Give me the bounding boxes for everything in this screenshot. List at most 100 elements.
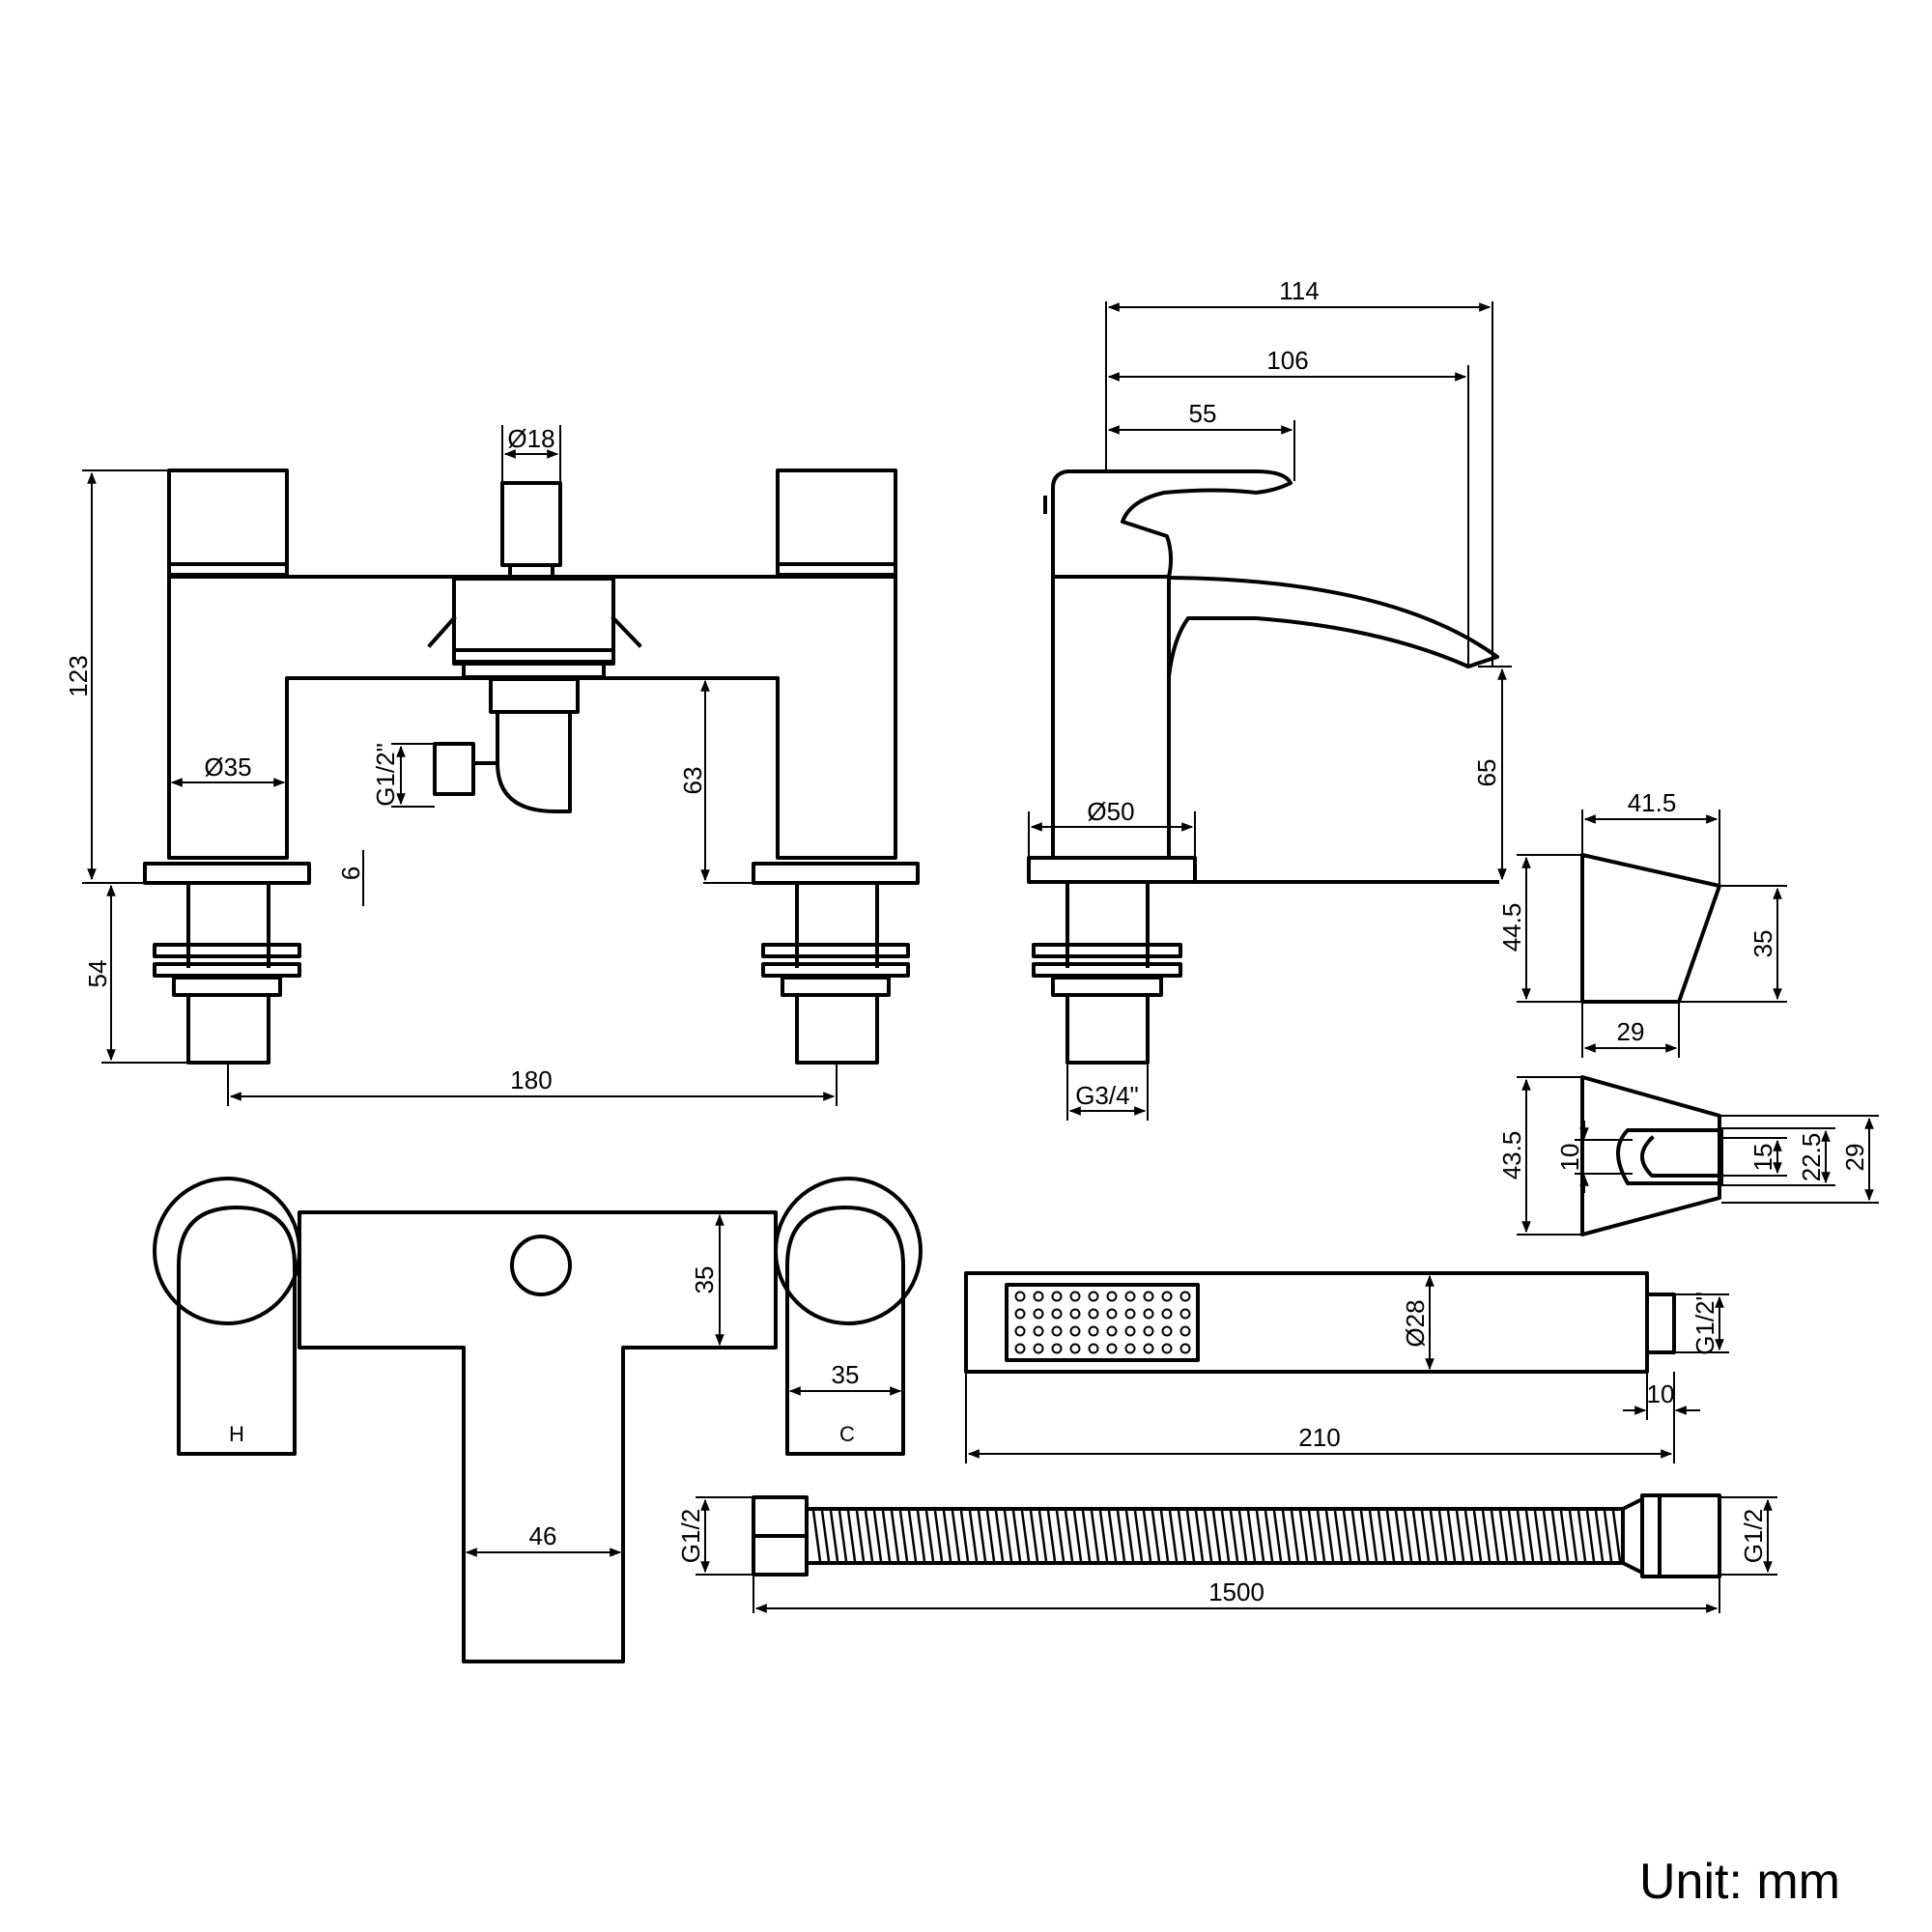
dim-outlet-thread: G1/2" [371, 743, 400, 807]
hose-ring [1203, 1510, 1213, 1562]
nozzle [1124, 1325, 1136, 1337]
diverter-knob [500, 481, 562, 567]
hose-ring [1116, 1510, 1126, 1562]
hose-ring [1237, 1510, 1248, 1562]
nozzle [1088, 1325, 1099, 1337]
filler-top-view: H C 35 35 46 [153, 1177, 923, 1663]
hose-ring [1307, 1510, 1318, 1562]
dim-hose-right-thread: G1/2 [1739, 1509, 1768, 1563]
dim-height: 123 [64, 655, 93, 696]
nozzle [1069, 1291, 1081, 1302]
dim-shank: 54 [83, 960, 112, 988]
hose-ring [1142, 1510, 1152, 1562]
hose-ring [1394, 1510, 1405, 1562]
hose-ring [985, 1510, 996, 1562]
hose-corrugation [811, 1510, 1622, 1562]
hose-ring [1220, 1510, 1231, 1562]
hose-ring [1455, 1510, 1465, 1562]
hose-ring [1350, 1510, 1361, 1562]
hose-ring [864, 1510, 874, 1562]
hose-ring [916, 1510, 926, 1562]
dim-centres: 180 [510, 1065, 552, 1094]
hose-ring [951, 1510, 961, 1562]
hose-ring [1194, 1510, 1205, 1562]
filler-body [167, 575, 897, 860]
nozzle [1179, 1291, 1191, 1302]
hose-ring [1107, 1510, 1118, 1562]
nozzle [1106, 1325, 1118, 1337]
nozzle [1088, 1343, 1099, 1354]
nozzle [1033, 1343, 1044, 1354]
hose-ring [1281, 1510, 1292, 1562]
hose-ring [829, 1510, 839, 1562]
holder-side-outline [1580, 853, 1721, 1004]
nozzle [1143, 1291, 1154, 1302]
hose-ring [811, 1510, 822, 1562]
hose-ring [820, 1510, 831, 1562]
dim-hose-left-thread: G1/2 [676, 1509, 705, 1563]
hose-ring [1090, 1510, 1100, 1562]
hose-ring [872, 1510, 883, 1562]
hose-ring [1229, 1510, 1239, 1562]
hose-ring [1011, 1510, 1022, 1562]
nozzle [1179, 1308, 1191, 1320]
holder-top-outline [1580, 1075, 1721, 1236]
hose-ring [1029, 1510, 1039, 1562]
left-base-plate [143, 862, 311, 885]
unit-label: Unit: mm [1639, 1854, 1840, 1910]
dim-top-depth: 35 [690, 1266, 719, 1294]
hose-ring [1559, 1510, 1570, 1562]
hose-ring [1333, 1510, 1344, 1562]
dim-holder-top: 41.5 [1628, 788, 1677, 817]
spray-face [1005, 1283, 1200, 1362]
nozzle [1124, 1291, 1136, 1302]
dim-holder-overall: 43.5 [1497, 1131, 1526, 1180]
right-handle [776, 469, 897, 577]
hose-ring [1403, 1510, 1413, 1562]
dim-handset-length: 210 [1298, 1423, 1340, 1452]
nozzle [1088, 1291, 1099, 1302]
hose-ring [1359, 1510, 1370, 1562]
nozzle [1069, 1308, 1081, 1320]
outlet-elbow [496, 710, 572, 813]
hose-ring [1472, 1510, 1483, 1562]
nozzle [1143, 1308, 1154, 1320]
dim-handset-dia: Ø28 [1401, 1299, 1430, 1347]
nozzle [1069, 1343, 1081, 1354]
hose-ring [846, 1510, 857, 1562]
hose-ring [1159, 1510, 1170, 1562]
hose-ring [1246, 1510, 1257, 1562]
dim-holder-height: 44.5 [1497, 903, 1526, 952]
hose-ring [907, 1510, 918, 1562]
hose-ring [1550, 1510, 1561, 1562]
hose-ring [1324, 1510, 1335, 1562]
side-base-plate [1027, 856, 1197, 884]
nozzle [1069, 1325, 1081, 1337]
dim-holder-right: 35 [1748, 930, 1777, 958]
lever [1051, 469, 1293, 579]
hose-ring [1072, 1510, 1083, 1562]
nozzle [1161, 1343, 1173, 1354]
hose-ring [1037, 1510, 1048, 1562]
nozzle [1033, 1291, 1044, 1302]
dim-top-spout: 46 [529, 1521, 557, 1550]
nozzle [1106, 1291, 1118, 1302]
hose-ring [1003, 1510, 1013, 1562]
handset-connector [1645, 1293, 1676, 1354]
dim-base-dia: Ø50 [1087, 797, 1134, 826]
hose-ring [1594, 1510, 1605, 1562]
dim-holder-bottom: 29 [1617, 1017, 1645, 1046]
spout [1166, 575, 1499, 679]
hose-ring [1516, 1510, 1526, 1562]
nozzle [1179, 1325, 1191, 1337]
diverter-hole [510, 1235, 572, 1296]
dim-plate: 6 [336, 867, 365, 880]
nozzle [1033, 1308, 1044, 1320]
top-body [298, 1210, 778, 1663]
hose-ring [1577, 1510, 1587, 1562]
hose-ring [1446, 1510, 1457, 1562]
dim-handset-thread: G1/2" [1690, 1292, 1719, 1355]
hose-ring [881, 1510, 892, 1562]
holder-top-view: 43.5 10 15 22.5 29 [1497, 1075, 1879, 1236]
